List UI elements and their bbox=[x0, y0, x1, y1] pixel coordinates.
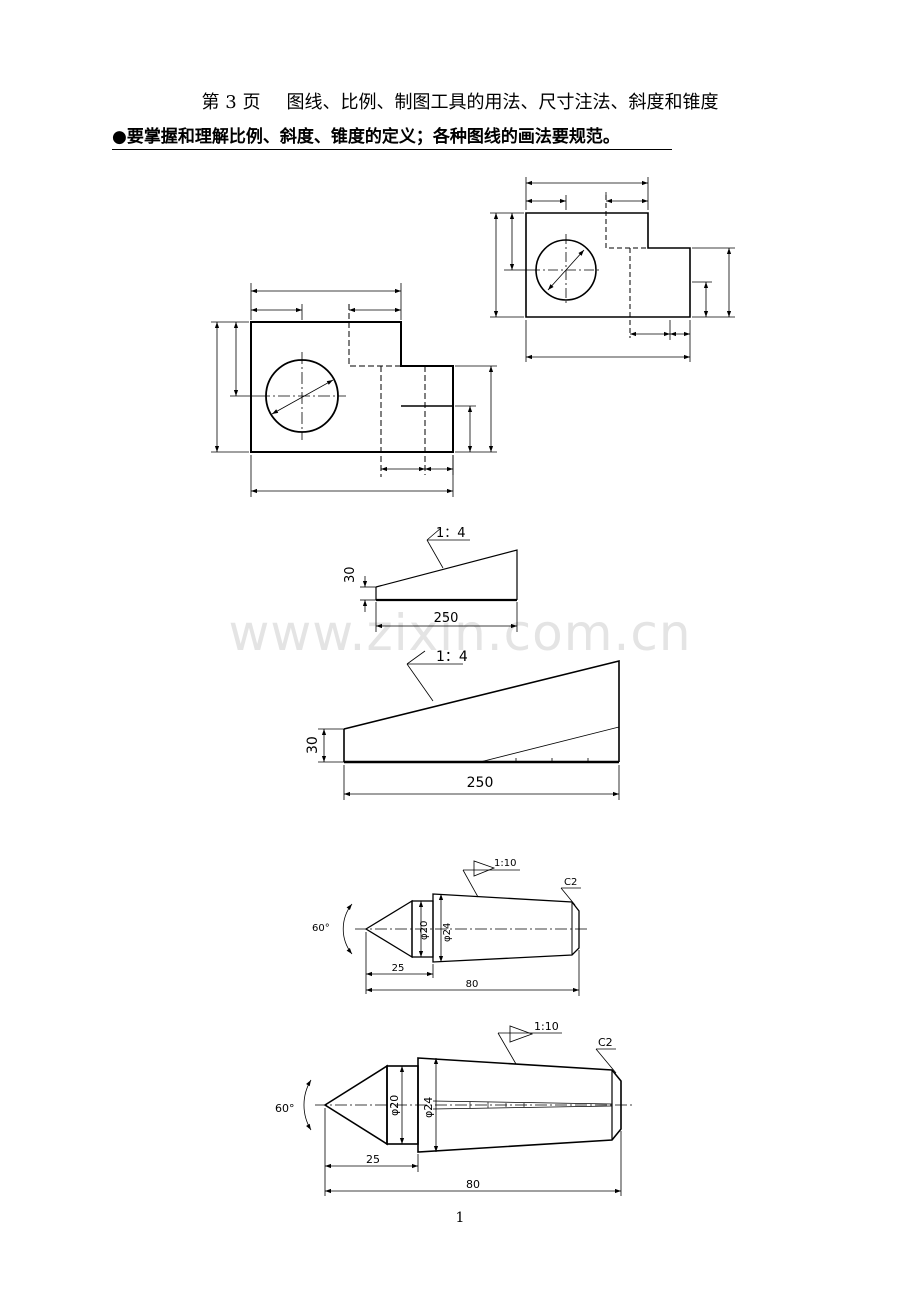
page-heading: 图线、比例、制图工具的用法、尺寸注法、斜度和锥度 bbox=[286, 92, 719, 113]
total-length-label-large: 80 bbox=[466, 1178, 480, 1191]
bullet-icon: ● bbox=[112, 127, 127, 147]
requirement-note: ●要掌握和理解比例、斜度、锥度的定义；各种图线的画法要规范。 bbox=[112, 122, 672, 150]
watermark: www.zixin.com.cn bbox=[228, 604, 692, 662]
slope-drawing-large bbox=[318, 650, 620, 800]
slope-height-label-small: 30 bbox=[343, 566, 358, 583]
angle-label-large: 60° bbox=[275, 1102, 295, 1115]
page-number: 1 bbox=[455, 1210, 465, 1226]
chamfer-label-small: C2 bbox=[564, 877, 577, 888]
slope-ratio-label-large: 1：4 bbox=[436, 649, 468, 665]
short-length-label-small: 25 bbox=[392, 963, 405, 974]
large-diameter-label-small: φ24 bbox=[442, 923, 453, 942]
slope-height-label-large: 30 bbox=[305, 736, 321, 754]
small-diameter-label-large: φ20 bbox=[388, 1095, 401, 1116]
short-length-label-large: 25 bbox=[366, 1153, 380, 1166]
slope-length-label-small: 250 bbox=[434, 611, 459, 626]
l-shape-drawing-large bbox=[211, 283, 497, 497]
taper-drawing-small bbox=[342, 860, 590, 996]
slope-drawing-small bbox=[360, 527, 518, 632]
small-diameter-label-small: φ20 bbox=[419, 921, 430, 940]
requirement-text: 要掌握和理解比例、斜度、锥度的定义；各种图线的画法要规范。 bbox=[126, 127, 620, 147]
page-label: 第 3 页 bbox=[201, 92, 261, 113]
slope-length-label-large: 250 bbox=[467, 775, 494, 791]
taper-ratio-label-large: 1:10 bbox=[534, 1020, 559, 1033]
l-shape-drawing-small bbox=[490, 177, 735, 362]
total-length-label-small: 80 bbox=[466, 979, 479, 990]
large-diameter-label-large: φ24 bbox=[422, 1097, 435, 1118]
page-title: 第 3 页 图线、比例、制图工具的用法、尺寸注法、斜度和锥度 bbox=[0, 88, 920, 114]
slope-ratio-label-small: 1：4 bbox=[436, 526, 466, 541]
chamfer-label-large: C2 bbox=[598, 1036, 613, 1049]
taper-drawing-large bbox=[303, 1025, 632, 1196]
angle-label-small: 60° bbox=[312, 923, 330, 934]
taper-ratio-label-small: 1:10 bbox=[494, 858, 516, 869]
